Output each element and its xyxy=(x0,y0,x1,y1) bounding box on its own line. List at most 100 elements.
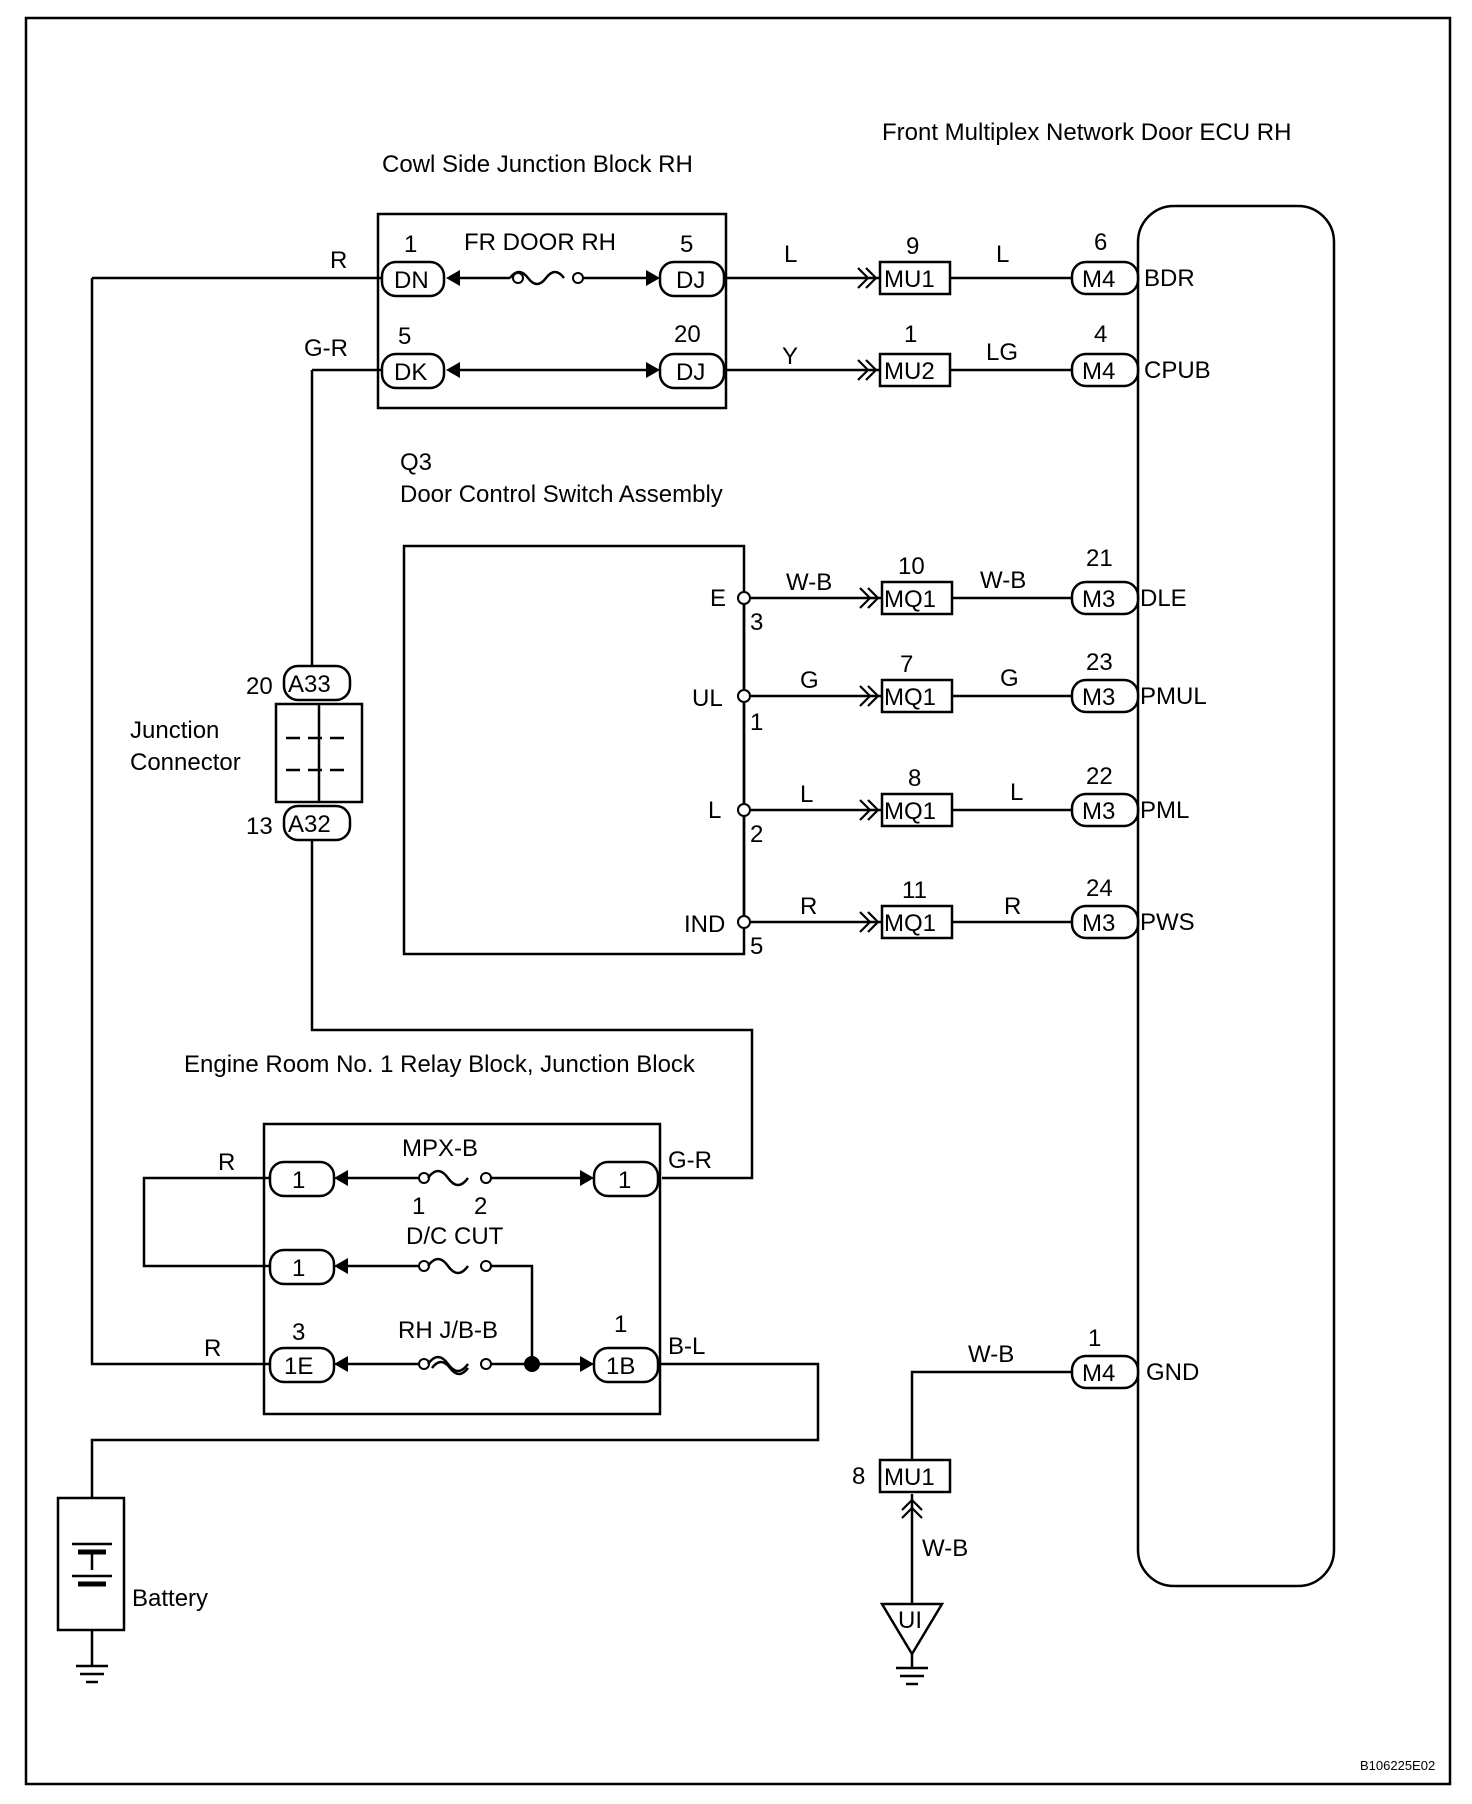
bdr-terminal: BDR xyxy=(1144,265,1195,292)
cpub-pin: 4 xyxy=(1094,321,1107,348)
mu1-connector-gnd xyxy=(878,1458,952,1494)
wire-wb-dle-out: W-B xyxy=(980,567,1026,594)
mpxb-left-name: 1 xyxy=(292,1167,305,1194)
door-switch-box xyxy=(402,544,746,956)
dc-cut-fuse xyxy=(426,1257,470,1275)
a33-pin: 20 xyxy=(246,673,273,700)
mu2-cpub-pin: 1 xyxy=(904,321,917,348)
battery-ground-icon xyxy=(76,1664,108,1684)
m3-pml-name: M3 xyxy=(1082,798,1115,825)
a32-connector xyxy=(282,804,352,842)
engine-room-box xyxy=(262,1122,662,1416)
pmul-pin: 23 xyxy=(1086,649,1113,676)
junction-connector-title-1: Junction xyxy=(130,717,219,744)
wire-g-pmul-out: G xyxy=(1000,665,1019,692)
m4-connector-cpub xyxy=(1070,352,1140,388)
wire-l-bdr-in: L xyxy=(784,241,797,268)
a32-name: A32 xyxy=(288,811,331,838)
m3-connector-pmul xyxy=(1070,678,1140,714)
one-e-connector xyxy=(268,1346,336,1384)
wire-l-pml-in: L xyxy=(800,781,813,808)
mq1-pmul-name: MQ1 xyxy=(884,684,936,711)
m3-pws-name: M3 xyxy=(1082,910,1115,937)
cpub-terminal: CPUB xyxy=(1144,357,1211,384)
sw-ul-name: UL xyxy=(692,685,723,712)
wire-gr-cowl: G-R xyxy=(304,335,348,362)
mq1-pws-name: MQ1 xyxy=(884,910,936,937)
mq1-connector-pml xyxy=(880,792,954,828)
switch-code: Q3 xyxy=(400,449,432,476)
sw-l-pin: 2 xyxy=(750,821,763,848)
a33-name: A33 xyxy=(288,671,331,698)
pml-pin: 22 xyxy=(1086,763,1113,790)
one-e-pin: 3 xyxy=(292,1319,305,1346)
mpxb-left-connector xyxy=(268,1160,336,1198)
engine-room-title: Engine Room No. 1 Relay Block, Junction … xyxy=(184,1051,696,1078)
wire-r-rhjbb: R xyxy=(204,1335,221,1362)
ecu-title: Front Multiplex Network Door ECU RH xyxy=(882,119,1291,146)
ground-point-name: UI xyxy=(898,1607,922,1634)
mpxb-right-connector xyxy=(592,1160,660,1198)
one-b-pin: 1 xyxy=(614,1311,627,1338)
dk-connector xyxy=(380,352,446,390)
cowl-jb-box xyxy=(376,212,728,410)
wire-gr-engine: G-R xyxy=(668,1147,712,1174)
sw-ind-name: IND xyxy=(684,911,725,938)
mpxb-pin2: 2 xyxy=(474,1193,487,1220)
mq1-connector-pmul xyxy=(880,678,954,714)
mq1-pmul-pin: 7 xyxy=(900,651,913,678)
sw-e-pin: 3 xyxy=(750,609,763,636)
m3-connector-pml xyxy=(1070,792,1140,828)
mq1-pml-name: MQ1 xyxy=(884,798,936,825)
gnd-terminal: GND xyxy=(1146,1359,1199,1386)
sw-e-name: E xyxy=(710,585,726,612)
ground-point-triangle xyxy=(879,1602,945,1657)
mq1-connector-pws xyxy=(880,904,954,940)
wire-bl: B-L xyxy=(668,1333,705,1360)
dc-cut-connector xyxy=(268,1248,336,1286)
junction-connector-title-2: Connector xyxy=(130,749,241,776)
wire-lg-cpub-out: LG xyxy=(986,339,1018,366)
wire-wb-dle-in: W-B xyxy=(786,569,832,596)
wire-l-pml-out: L xyxy=(1010,779,1023,806)
figure-code: B106225E02 xyxy=(1360,1758,1435,1773)
pws-pin: 24 xyxy=(1086,875,1113,902)
outer-frame xyxy=(24,16,1452,1786)
dj-bottom-pin: 20 xyxy=(674,321,701,348)
mu1-bdr-name: MU1 xyxy=(884,266,935,293)
gnd-pin: 1 xyxy=(1088,1325,1101,1352)
wire-r-mpxb: R xyxy=(218,1149,235,1176)
dn-connector xyxy=(380,260,446,298)
m3-dle-name: M3 xyxy=(1082,586,1115,613)
dk-name: DK xyxy=(394,359,427,386)
splice-point xyxy=(524,1356,540,1372)
dle-pin: 21 xyxy=(1086,545,1113,572)
m3-connector-dle xyxy=(1070,580,1140,616)
wire-y-cpub-in: Y xyxy=(782,343,798,370)
battery-label: Battery xyxy=(132,1585,208,1612)
dj-bottom-name: DJ xyxy=(676,359,705,386)
mq1-pml-pin: 8 xyxy=(908,765,921,792)
mpxb-fuse xyxy=(426,1169,470,1187)
pmul-terminal: PMUL xyxy=(1140,683,1207,710)
ecu-body xyxy=(1136,204,1336,1588)
sw-ul-pin: 1 xyxy=(750,709,763,736)
dj-top-name: DJ xyxy=(676,267,705,294)
sw-ind-pin: 5 xyxy=(750,933,763,960)
wire-wb-gnd: W-B xyxy=(968,1341,1014,1368)
one-b-name: 1B xyxy=(606,1353,635,1380)
mu1-gnd-name: MU1 xyxy=(884,1464,935,1491)
wire-r-pws-in: R xyxy=(800,893,817,920)
m4-cpub-name: M4 xyxy=(1082,358,1115,385)
mq1-dle-name: MQ1 xyxy=(884,586,936,613)
m3-connector-pws xyxy=(1070,904,1140,940)
rh-jbb-label: RH J/B-B xyxy=(398,1317,498,1344)
wire-g-pmul-in: G xyxy=(800,667,819,694)
mq1-pws-pin: 11 xyxy=(902,877,927,904)
m4-connector-gnd xyxy=(1070,1354,1140,1390)
wire-l-bdr-out: L xyxy=(996,241,1009,268)
dn-pin: 1 xyxy=(404,231,417,258)
mu2-cpub-name: MU2 xyxy=(884,358,935,385)
dc-cut-label: D/C CUT xyxy=(406,1223,504,1250)
